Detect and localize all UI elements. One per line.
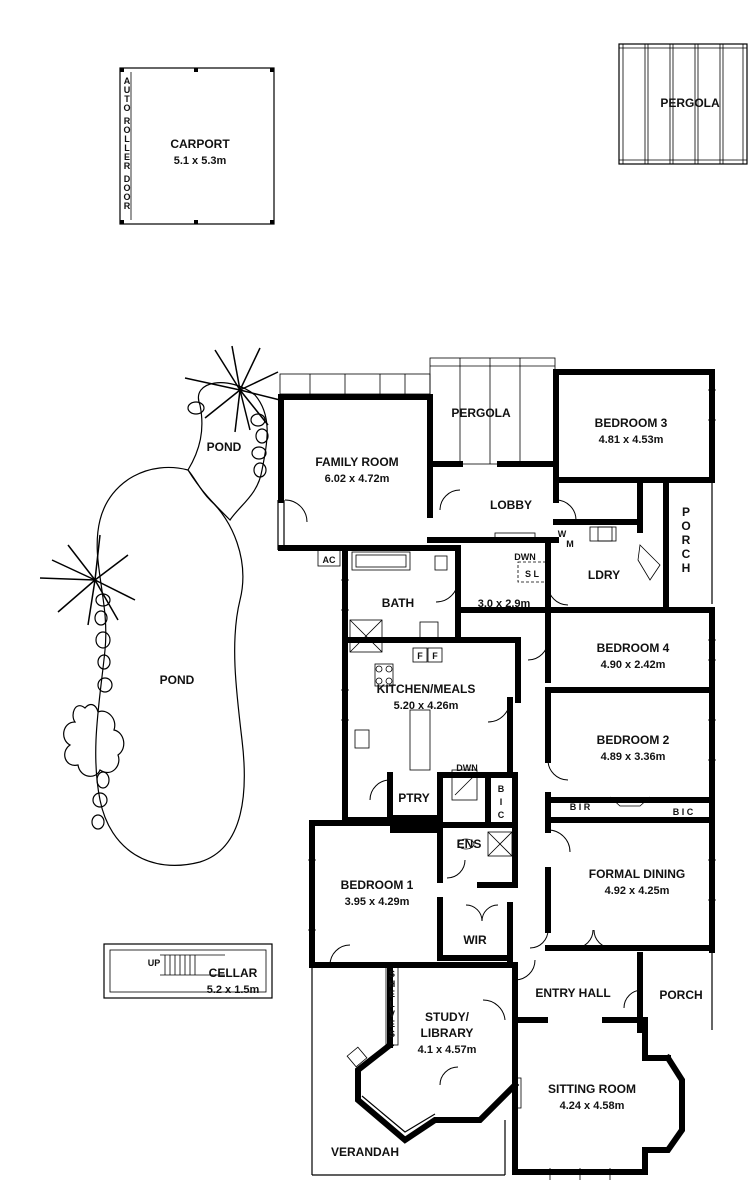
pond-large-label: POND	[160, 673, 195, 687]
svg-text:R: R	[124, 161, 131, 171]
svg-text:A: A	[124, 76, 131, 86]
family-room-size: 6.02 x 4.72m	[325, 473, 390, 485]
svg-text:R: R	[124, 201, 131, 211]
porch-side-label: P O R C H	[681, 505, 690, 575]
svg-text:U: U	[124, 85, 131, 95]
svg-text:P: P	[682, 505, 690, 519]
palm-tree-icon	[39, 534, 136, 626]
formal-dining-label: FORMAL DINING	[589, 867, 685, 881]
bic-right-label: B I C	[673, 807, 694, 817]
verandah: VERANDAH	[311, 965, 506, 1176]
doors	[284, 489, 643, 1086]
ff-label-1: F	[417, 651, 423, 661]
svg-text:S: S	[389, 969, 395, 979]
carport-label: CARPORT	[170, 137, 230, 151]
study-label-line1: STUDY/	[425, 1010, 470, 1024]
svg-text:I: I	[500, 797, 503, 807]
svg-text:E: E	[389, 1019, 395, 1029]
pergola-top: PERGOLA	[618, 43, 748, 165]
cellar: UP CELLAR 5.2 x 1.5m	[103, 943, 273, 999]
shrub-icon	[63, 703, 125, 777]
svg-text:H: H	[682, 561, 691, 575]
dwn-lower-label: DWN	[456, 763, 478, 773]
carport-size: 5.1 x 5.3m	[174, 155, 227, 167]
cellar-up-label: UP	[148, 958, 161, 968]
lobby-label: LOBBY	[490, 498, 532, 512]
svg-text:L: L	[124, 143, 130, 153]
family-room-label: FAMILY ROOM	[315, 455, 398, 469]
verandah-label: VERANDAH	[331, 1145, 399, 1159]
bedroom2-size: 4.89 x 3.36m	[601, 751, 666, 763]
bedroom3-label: BEDROOM 3	[595, 416, 668, 430]
carport: CARPORT 5.1 x 5.3m A U T O R O L L E R D…	[119, 67, 275, 225]
bedroom3-size: 4.81 x 4.53m	[599, 434, 664, 446]
ptry-label: PTRY	[398, 791, 430, 805]
svg-text:V: V	[389, 1009, 395, 1019]
svg-text:L: L	[124, 134, 130, 144]
svg-text:O: O	[123, 103, 130, 113]
formal-dining-size: 4.92 x 4.25m	[605, 885, 670, 897]
wm-label-w: W	[558, 529, 567, 539]
pond-large: POND	[95, 466, 245, 866]
ldry-label: LDRY	[588, 568, 620, 582]
bedroom4-size: 4.90 x 2.42m	[601, 659, 666, 671]
pergola-mid-label: PERGOLA	[451, 406, 511, 420]
svg-text:B: B	[498, 784, 505, 794]
cellar-size: 5.2 x 1.5m	[207, 984, 260, 996]
kitchen-label: KITCHEN/MEALS	[377, 682, 476, 696]
windows	[300, 389, 716, 1180]
svg-text:S: S	[389, 1029, 395, 1039]
porch-front-label: PORCH	[659, 988, 702, 1002]
bedroom2-label: BEDROOM 2	[597, 733, 670, 747]
shelves-label: S H E L V E S	[385, 964, 399, 1046]
svg-text:R: R	[124, 116, 131, 126]
bath-label: BATH	[382, 596, 414, 610]
wir-label: WIR	[463, 933, 487, 947]
study-size: 4.1 x 4.57m	[418, 1044, 477, 1056]
ens-label: ENS	[457, 837, 482, 851]
svg-text:O: O	[681, 519, 690, 533]
auto-roller-door-label: A U T O R O L L E R D O O R	[123, 76, 130, 211]
palm-tree-icon	[184, 345, 281, 433]
svg-text:E: E	[124, 152, 130, 162]
entry-hall-label: ENTRY HALL	[535, 986, 610, 1000]
svg-text:T: T	[124, 94, 130, 104]
pond-rocks	[91, 401, 269, 830]
svg-text:R: R	[682, 533, 691, 547]
wm-label-m: M	[566, 539, 574, 549]
pergola-top-label: PERGOLA	[660, 96, 720, 110]
pergola-mid: PERGOLA	[279, 357, 556, 465]
bic-vertical-label: B I C	[498, 784, 505, 820]
svg-text:H: H	[389, 979, 396, 989]
svg-text:O: O	[123, 125, 130, 135]
sitting-room-label: SITTING ROOM	[548, 1082, 636, 1096]
house-walls	[277, 369, 715, 1175]
bedroom1-size: 3.95 x 4.29m	[345, 896, 410, 908]
svg-text:C: C	[682, 547, 691, 561]
svg-text:L: L	[389, 999, 395, 1009]
fixtures	[346, 526, 661, 1109]
bir-label: B I R	[570, 802, 591, 812]
kitchen-size: 5.20 x 4.26m	[394, 700, 459, 712]
study-label-line2: LIBRARY	[421, 1026, 474, 1040]
svg-text:C: C	[498, 810, 505, 820]
hall-room-size: 3.0 x 2.9m	[478, 598, 531, 610]
sitting-room-size: 4.24 x 4.58m	[560, 1100, 625, 1112]
sl-label: S L	[525, 569, 540, 579]
cellar-label: CELLAR	[209, 966, 258, 980]
ac-label: AC	[323, 555, 336, 565]
svg-text:D: D	[124, 174, 131, 184]
svg-text:O: O	[123, 192, 130, 202]
ff-label-2: F	[432, 651, 438, 661]
bedroom4-label: BEDROOM 4	[597, 641, 670, 655]
svg-text:E: E	[389, 989, 395, 999]
pond-small-label: POND	[207, 440, 242, 454]
dwn-upper-label: DWN	[514, 552, 536, 562]
bedroom1-label: BEDROOM 1	[341, 878, 414, 892]
svg-text:O: O	[123, 183, 130, 193]
